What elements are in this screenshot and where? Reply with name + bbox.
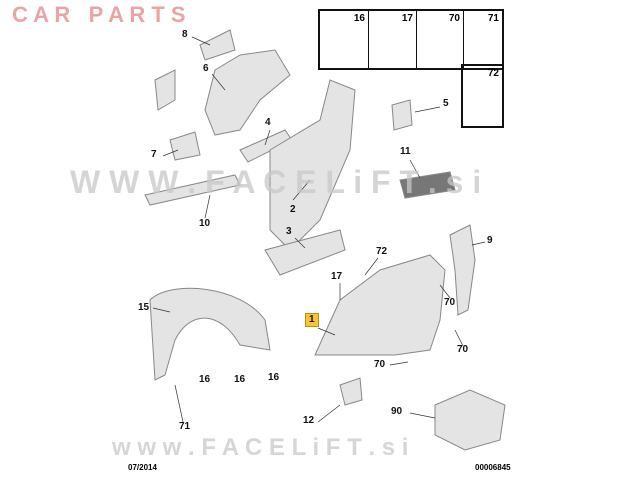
callout-12[interactable]: 12: [303, 415, 315, 426]
part-90: [434, 389, 506, 451]
callout-71[interactable]: 71: [179, 421, 191, 432]
fastener-number: 16: [353, 13, 365, 24]
callout-7[interactable]: 7: [151, 149, 157, 160]
fastener-16: 16: [320, 11, 369, 68]
callout-4[interactable]: 4: [265, 117, 271, 128]
part-1-fender: [314, 254, 446, 356]
fastener-number: 70: [448, 13, 460, 24]
callout-5[interactable]: 5: [443, 98, 449, 109]
part-15: [149, 287, 271, 381]
part-3: [264, 229, 346, 276]
part-9: [449, 224, 476, 316]
callout-16[interactable]: 16: [199, 374, 211, 385]
fastener-box-top: 16 17 70 71: [318, 9, 504, 70]
callout-2[interactable]: 2: [290, 204, 296, 215]
fastener-17: 17: [368, 11, 417, 68]
part-8: [199, 29, 236, 61]
fastener-72: 72: [461, 64, 504, 128]
callout-16[interactable]: 16: [268, 372, 280, 383]
callout-9[interactable]: 9: [487, 235, 493, 246]
part-2: [269, 79, 356, 251]
part-6b: [154, 69, 176, 111]
callout-17[interactable]: 17: [331, 271, 343, 282]
callout-1-highlighted[interactable]: 1: [305, 313, 319, 327]
part-11: [399, 171, 456, 199]
part-10: [144, 174, 241, 206]
fastener-70: 70: [416, 11, 464, 68]
callout-15[interactable]: 15: [138, 302, 150, 313]
callout-70[interactable]: 70: [457, 344, 469, 355]
callout-8[interactable]: 8: [182, 29, 188, 40]
part-6: [204, 49, 291, 136]
fastener-number: 72: [487, 68, 499, 79]
fastener-71: 71: [463, 11, 502, 68]
part-12: [339, 377, 363, 406]
callout-16[interactable]: 16: [234, 374, 246, 385]
footer-code: 00006845: [475, 463, 511, 472]
callout-70[interactable]: 70: [374, 359, 386, 370]
part-5: [391, 99, 413, 131]
callout-11[interactable]: 11: [400, 146, 411, 157]
footer-date: 07/2014: [128, 463, 157, 472]
callout-72[interactable]: 72: [376, 246, 388, 257]
callout-90[interactable]: 90: [391, 406, 403, 417]
callout-10[interactable]: 10: [199, 218, 211, 229]
fastener-number: 17: [401, 13, 413, 24]
callout-70[interactable]: 70: [444, 297, 456, 308]
fastener-number: 71: [487, 13, 499, 24]
part-7: [169, 131, 201, 161]
callout-3[interactable]: 3: [286, 226, 292, 237]
callout-6[interactable]: 6: [203, 63, 209, 74]
